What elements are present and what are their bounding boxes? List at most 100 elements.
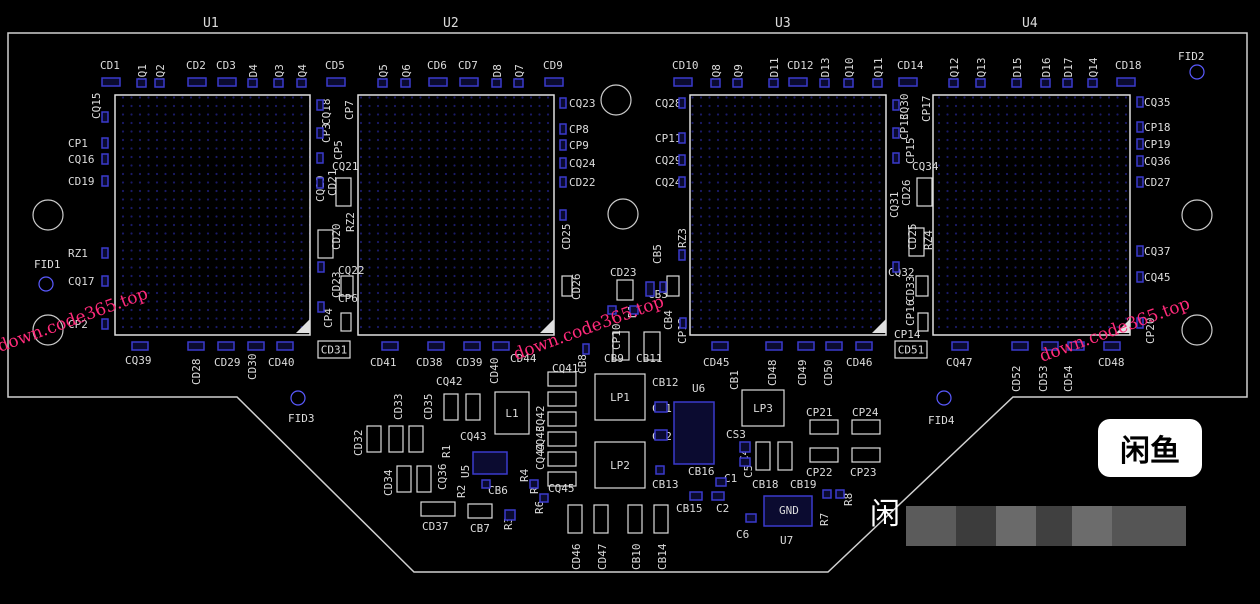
component-pad (948, 78, 959, 88)
component-pad (559, 176, 567, 188)
component-pad (777, 441, 793, 471)
component-pad (276, 341, 294, 351)
component-pad-label: L1 (505, 407, 518, 420)
component-pad (715, 477, 727, 487)
component-label: U6 (692, 382, 705, 395)
component-pad (559, 139, 567, 151)
component-pad (547, 431, 577, 447)
component-pad (561, 275, 573, 297)
component-label: CD46 (570, 544, 583, 571)
component-pad-label: CD51 (898, 344, 925, 357)
component-pad (1103, 341, 1121, 351)
component-label: CQ34 (912, 160, 939, 173)
component-label: CD27 (1144, 176, 1171, 189)
component-pad (915, 275, 929, 297)
component-label: CD47 (596, 544, 609, 571)
component-label: CD22 (569, 176, 596, 189)
component-pad (529, 479, 539, 489)
component-pad (593, 504, 609, 534)
component-pad (678, 249, 686, 261)
component-pad (317, 340, 351, 359)
component-pad-label: CD31 (321, 344, 348, 357)
component-pad (653, 504, 669, 534)
component-label: RZ4 (922, 230, 935, 250)
component-label: CQ43 (534, 426, 547, 453)
component-pad (678, 132, 686, 144)
component-label: C2 (716, 502, 729, 515)
component-pad (247, 341, 265, 351)
component-label: CD30 (246, 354, 259, 381)
blurred-region (1036, 506, 1072, 546)
component-pad (892, 261, 900, 273)
component-label: C5 (742, 465, 755, 478)
component-label: CD45 (703, 356, 730, 369)
component-label: CP16 (904, 300, 917, 327)
blurred-region (996, 506, 1036, 546)
component-pad (673, 401, 715, 465)
fid1-label: FID1 (34, 258, 61, 271)
component-label: CQ22 (338, 264, 365, 277)
component-pad (654, 429, 668, 441)
component-label: CD11 (768, 58, 781, 85)
component-label: CP23 (850, 466, 877, 479)
component-pad (892, 127, 900, 139)
component-label: CD5 (325, 59, 345, 72)
component-label: CD54 (1062, 365, 1075, 392)
component-label: CP21 (806, 406, 833, 419)
component-label: CD37 (422, 520, 449, 533)
component-pad (673, 77, 693, 87)
component-pad (547, 471, 577, 487)
component-pad (428, 77, 448, 87)
component-pad (745, 513, 757, 523)
u4-label: U4 (1022, 16, 1038, 31)
component-label: C6 (736, 528, 749, 541)
ic-u2: U2 (357, 16, 555, 336)
component-pad (400, 78, 411, 88)
component-pad (1011, 78, 1022, 88)
component-pad (629, 305, 639, 315)
component-pad (655, 465, 665, 475)
component-label: CQ42 (534, 406, 547, 433)
component-pad (217, 77, 237, 87)
ic-u4: U4 (932, 16, 1131, 336)
component-pad (1041, 341, 1059, 351)
u3-label: U3 (775, 16, 791, 31)
component-pad (377, 78, 388, 88)
component-pad (187, 341, 205, 351)
component-pad (711, 341, 729, 351)
component-pad (666, 275, 680, 297)
component-pad-label: LP1 (610, 391, 630, 404)
component-label: CD53 (1037, 366, 1050, 393)
component-label: CQ36 (436, 464, 449, 491)
component-label: CD48 (1098, 356, 1125, 369)
component-label: CD16 (1040, 58, 1053, 85)
component-label: CB16 (688, 465, 715, 478)
component-pad (678, 154, 686, 166)
component-pad (809, 447, 839, 463)
component-label: C1 (724, 472, 737, 485)
component-pad (951, 341, 969, 351)
component-label: CD29 (214, 356, 241, 369)
component-label: CQ43 (460, 430, 487, 443)
ic-u1: U1 (114, 16, 311, 336)
component-label: CB19 (790, 478, 817, 491)
component-pad (607, 305, 617, 315)
fid2-label: FID2 (1178, 50, 1205, 63)
component-label: CQ24 (655, 176, 682, 189)
component-pad (316, 127, 324, 139)
blurred-region (906, 506, 956, 546)
component-pad (612, 331, 630, 361)
component-pad (765, 341, 783, 351)
component-label: CD34 (382, 469, 395, 496)
component-label: CP1 (68, 137, 88, 150)
component-pad (1136, 176, 1144, 188)
component-label: CD28 (190, 359, 203, 386)
component-pad (819, 78, 830, 88)
